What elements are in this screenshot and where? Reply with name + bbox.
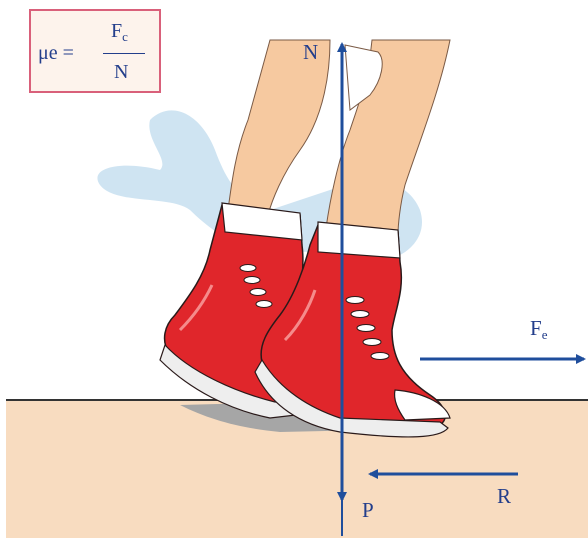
applied-force-label: Fe xyxy=(530,318,547,341)
normal-force-label: N xyxy=(303,42,318,63)
formula-box: μe = Fc N xyxy=(29,9,161,93)
numerator-main: F xyxy=(111,20,122,42)
fraction-bar xyxy=(103,53,145,54)
friction-label: R xyxy=(497,486,511,507)
formula-lhs: μe = xyxy=(38,42,74,65)
numerator-sub: c xyxy=(122,29,128,44)
applied-force-sub: e xyxy=(542,327,548,342)
applied-force-main: F xyxy=(530,316,542,340)
formula-denominator: N xyxy=(114,61,128,84)
formula-numerator: Fc xyxy=(111,20,128,45)
weight-label: P xyxy=(362,500,374,521)
right-leg xyxy=(326,40,450,235)
left-leg xyxy=(228,40,330,215)
